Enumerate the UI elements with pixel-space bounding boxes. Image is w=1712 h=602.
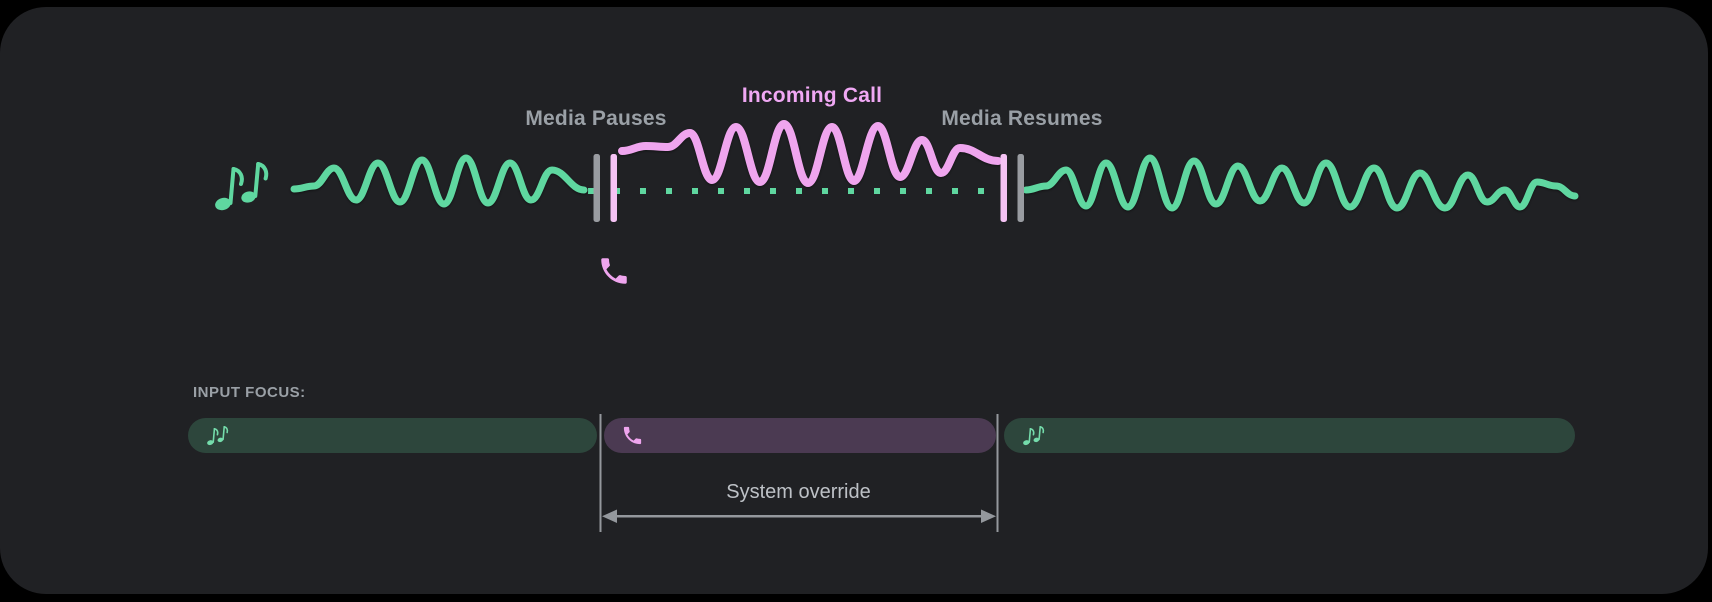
- phone-icon: [597, 254, 631, 288]
- diagram-card: [0, 7, 1708, 594]
- pause-bar-pink: [610, 154, 617, 222]
- override-bracket-right: [996, 414, 999, 532]
- media-waveform-left: [290, 154, 588, 208]
- incoming-call-waveform: [618, 119, 1002, 188]
- resume-bar-gray: [1017, 154, 1024, 222]
- music-notes-icon: [205, 424, 229, 447]
- override-bracket-left: [599, 414, 602, 532]
- media-pauses-label: Media Pauses: [525, 107, 667, 130]
- media-focus-pill: [1004, 418, 1575, 453]
- override-range-arrow: [602, 509, 996, 523]
- media-resumes-label: Media Resumes: [941, 107, 1103, 130]
- call-focus-pill: [604, 418, 996, 453]
- music-notes-icon: [1021, 424, 1045, 447]
- music-notes-icon: [209, 157, 271, 215]
- input-focus-heading: INPUT FOCUS:: [193, 384, 306, 401]
- pause-bar-gray: [593, 154, 600, 222]
- media-focus-pill: [188, 418, 597, 453]
- system-override-label: System override: [726, 481, 871, 503]
- phone-icon: [621, 424, 644, 447]
- incoming-call-label: Incoming Call: [741, 84, 883, 107]
- media-waveform-right: [1022, 154, 1579, 212]
- resume-bar-pink: [1000, 154, 1007, 222]
